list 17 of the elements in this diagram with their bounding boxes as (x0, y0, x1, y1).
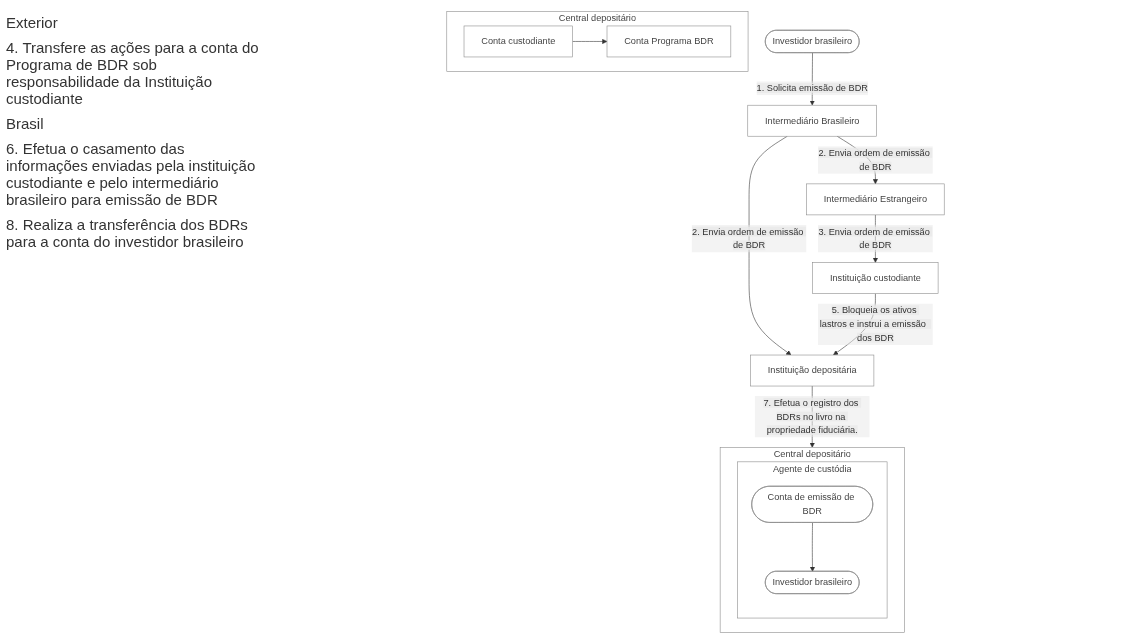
node-box: Instituição custodiante (812, 262, 939, 294)
node-box: Conta custodiante (463, 25, 573, 58)
note-text: Exterior (6, 14, 59, 31)
edge-label: 5. Bloqueia os ativos lastros e instrui a emissão dos BDR (819, 305, 926, 343)
node-box: Intermediário Brasileiro (747, 104, 877, 137)
note-text: 8. Realiza a transferência dos BDRs para a conta do investidor brasileiro (6, 216, 249, 250)
edge-label: 2. Envia ordem de emissão de BDR (692, 226, 804, 251)
edge-label: 3. Envia ordem de emissão de BDR (818, 226, 930, 251)
note-text: 6. Efetua o casamento das informações enviadas pela instituição custodiante e pelo intermediário brasileiro para emissão de BDR (6, 140, 257, 208)
node-box: Conta Programa BDR (606, 25, 732, 58)
edge-label: 1. Solicita emissão de BDR (756, 83, 868, 93)
edge-label: 2. Envia ordem de emissão de BDR (818, 147, 930, 172)
edge-label: 7. Efetua o registro dos BDRs no livro na propriedade fiduciária. (763, 397, 859, 436)
node-box: Intermediário Estrangeiro (806, 183, 945, 216)
node-box: Instituição depositária (750, 354, 875, 387)
note-text: 4. Transfere as ações para a conta do Programa de BDR sob responsabilidade da Instituição custodiante (6, 39, 260, 107)
note-text: Brasil (6, 115, 45, 132)
